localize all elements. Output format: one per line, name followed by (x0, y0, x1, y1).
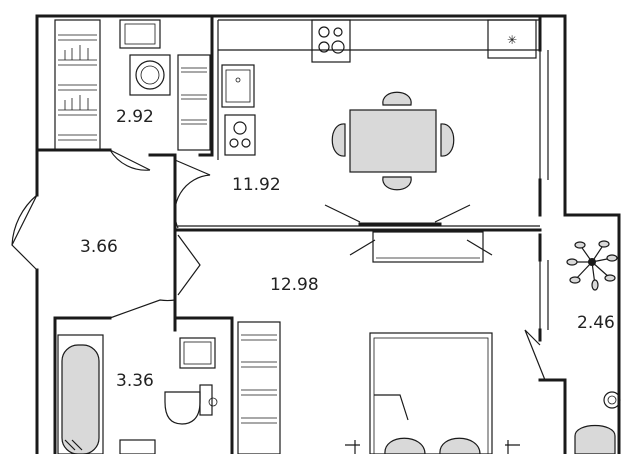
door-swing-icon (109, 149, 151, 171)
chair-icon (440, 123, 455, 157)
living-room: 12.98 (237, 231, 520, 454)
bathroom: 3.36 (57, 334, 218, 454)
chair-icon (574, 425, 616, 454)
side-table-icon (603, 391, 621, 409)
wardrobe-icon (54, 19, 101, 151)
room-area-balcony: 2.46 (577, 313, 615, 333)
washbasin-icon (119, 439, 156, 454)
chair-icon (382, 91, 412, 106)
pillow-icon (384, 437, 426, 454)
toilet-icon (164, 391, 201, 425)
walls (35, 14, 621, 454)
chair-icon (382, 176, 412, 191)
wardrobe-icon (177, 54, 211, 151)
stove-icon (311, 19, 351, 63)
room-area-bathroom: 3.36 (116, 371, 154, 391)
wardrobe-icon (237, 321, 281, 454)
dining-table-icon (349, 109, 437, 173)
door-swing-icon (524, 329, 546, 381)
svg-text:✳: ✳ (507, 33, 517, 47)
pillow-icon (439, 437, 481, 454)
utility-room: 2.92 (54, 19, 211, 151)
kitchen: ✳ 11.92 (217, 19, 540, 256)
door-swing-icon (177, 234, 201, 296)
balcony: 2.46 (566, 240, 621, 454)
room-area-living: 12.98 (270, 275, 319, 295)
shelf-icon (119, 19, 161, 49)
door-swings (11, 149, 546, 381)
room-area-kitchen: 11.92 (232, 175, 281, 195)
room-area-hallway: 3.66 (80, 237, 118, 257)
bathtub-icon (57, 334, 104, 454)
door-swing-icon (109, 299, 176, 319)
hallway: 3.66 (80, 237, 118, 257)
fridge-icon (487, 19, 537, 59)
sink-icon (221, 64, 255, 108)
room-area-utility: 2.92 (116, 107, 154, 127)
door-swing-icon (174, 159, 211, 229)
tv-stand-icon (372, 231, 484, 263)
bed-icon (369, 332, 493, 454)
door-swing-icon (11, 194, 38, 271)
sink-icon (179, 337, 216, 369)
chair-icon (331, 123, 346, 157)
stove-icon (224, 114, 256, 156)
plant-icon (566, 240, 618, 291)
washing-machine-icon (129, 54, 171, 96)
